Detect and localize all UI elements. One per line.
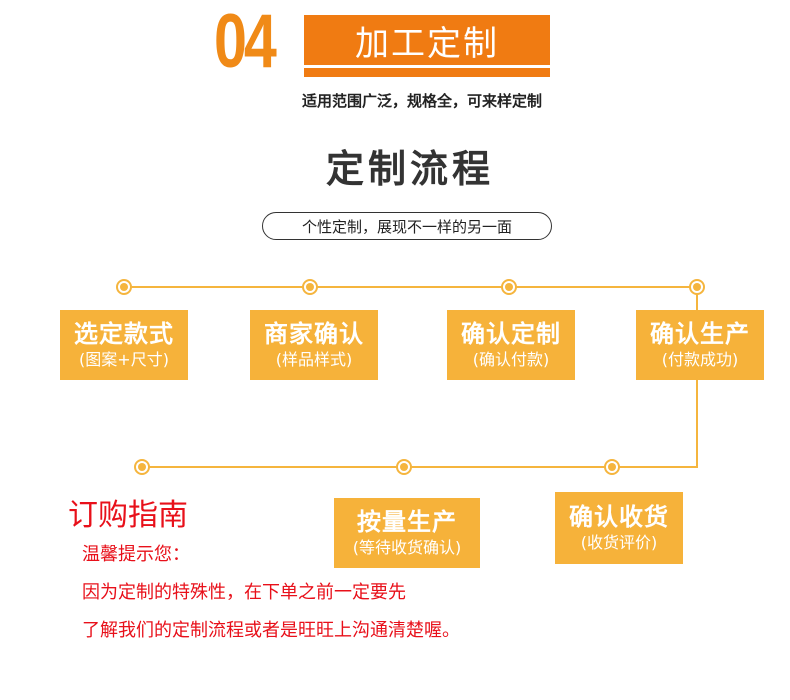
flow-line-top bbox=[124, 286, 699, 288]
flow-dot bbox=[604, 459, 620, 475]
step-mass-production: 按量生产 (等待收货确认) bbox=[334, 498, 480, 568]
page-title: 加工定制 bbox=[355, 23, 499, 64]
flow-dot bbox=[501, 279, 517, 295]
step-label: 按量生产 bbox=[357, 508, 457, 536]
title-underline bbox=[304, 68, 550, 77]
process-tagline: 个性定制，展现不一样的另一面 bbox=[262, 212, 552, 240]
flow-dot bbox=[134, 459, 150, 475]
step-confirm-custom: 确认定制 (确认付款) bbox=[447, 310, 575, 380]
step-confirm-receipt: 确认收货 (收货评价) bbox=[555, 492, 683, 564]
step-merchant-confirm: 商家确认 (样品样式) bbox=[250, 310, 378, 380]
step-label: 确认生产 bbox=[650, 320, 750, 348]
step-sub-label: (图案+尺寸) bbox=[79, 350, 169, 369]
step-label: 选定款式 bbox=[74, 320, 174, 348]
flow-dot bbox=[116, 279, 132, 295]
guide-title: 订购指南 bbox=[68, 498, 188, 533]
guide-line: 因为定制的特殊性，在下单之前一定要先 bbox=[82, 582, 406, 603]
step-sub-label: (付款成功) bbox=[661, 350, 739, 369]
step-sub-label: (等待收货确认) bbox=[352, 538, 462, 557]
subtitle: 适用范围广泛，规格全，可来样定制 bbox=[301, 92, 542, 110]
step-label: 确认收货 bbox=[569, 503, 669, 531]
step-select-style: 选定款式 (图案+尺寸) bbox=[60, 310, 188, 380]
process-heading: 定制流程 bbox=[325, 147, 494, 191]
flow-dot bbox=[396, 459, 412, 475]
step-sub-label: (样品样式) bbox=[275, 350, 353, 369]
step-sub-label: (收货评价) bbox=[580, 533, 658, 552]
step-sub-label: (确认付款) bbox=[472, 350, 550, 369]
flow-dot bbox=[302, 279, 318, 295]
tagline-text: 个性定制，展现不一样的另一面 bbox=[301, 217, 512, 236]
section-number: 04 bbox=[214, 0, 277, 84]
step-label: 确认定制 bbox=[461, 320, 561, 348]
step-confirm-production: 确认生产 (付款成功) bbox=[636, 310, 764, 380]
guide-line: 了解我们的定制流程或者是旺旺上沟通清楚喔。 bbox=[82, 620, 460, 641]
flow-line-bottom bbox=[141, 466, 698, 468]
title-banner: 加工定制 bbox=[304, 15, 550, 65]
step-label: 商家确认 bbox=[264, 320, 364, 348]
flow-dot bbox=[689, 279, 705, 295]
guide-tip-label: 温馨提示您： bbox=[82, 544, 190, 565]
